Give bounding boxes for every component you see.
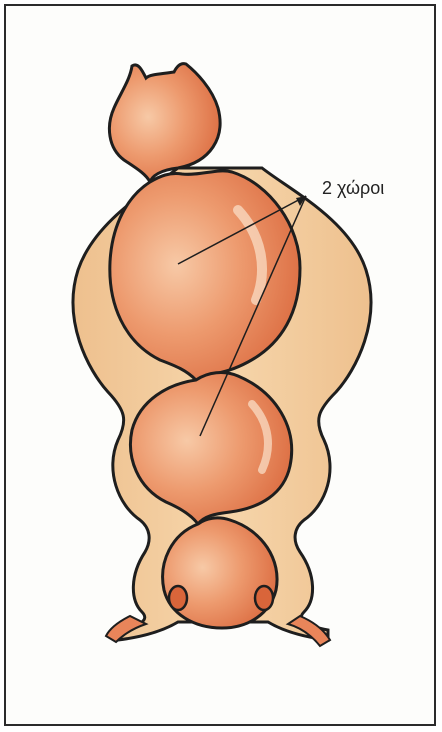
top-chamber [109, 64, 220, 182]
right-vessel-opening [255, 586, 273, 610]
left-vessel-opening [169, 586, 187, 610]
annotation-label: 2 χώροι [322, 178, 384, 199]
